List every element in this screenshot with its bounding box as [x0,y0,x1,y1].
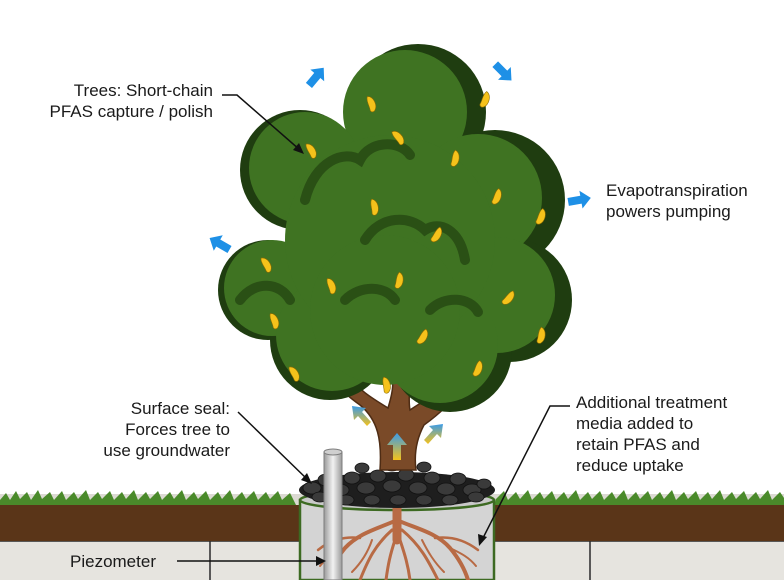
surface-seal-label-line1: Surface seal: [130,399,230,418]
leaf-icon [260,257,272,273]
piezometer-pipe [323,448,343,580]
evapotranspiration-label-line2: powers pumping [606,202,731,221]
flow-arrow-icon [387,433,407,460]
treatment-media-label: Additional treatment media added to reta… [576,392,727,476]
surface-seal-label-line3: use groundwater [103,441,230,460]
leaf-icon [326,278,337,295]
piezometer-label-text: Piezometer [70,552,156,571]
treatment-media-label-line2: media added to [576,414,694,433]
leaf-icon [416,328,428,345]
water-vapor-arrow-icon [567,190,591,209]
trees-label: Trees: Short-chain PFAS capture / polish [20,80,213,122]
leaf-icon [450,149,460,167]
surface-seal-label: Surface seal: Forces tree to use groundw… [60,398,230,461]
leaf-icon [472,360,483,377]
leaf-icon [430,226,442,243]
groundwater-flow-arrows [352,406,443,460]
flow-arrow-icon [352,406,371,426]
leaf-icon [382,376,391,394]
evapotranspiration-arrows [209,61,591,253]
trees-label-line2: PFAS capture / polish [49,102,213,121]
grass-strip [0,490,784,505]
leaf-icon [370,198,379,216]
leaf-icon [305,143,317,159]
surface-seal-label-line2: Forces tree to [125,420,230,439]
pfas-leaves [260,91,546,394]
leaf-icon [535,208,546,225]
leaf-icon [491,188,502,205]
leader-arrowheads [293,143,487,566]
leaf-icon [288,366,300,382]
treatment-media-label-line3: retain PFAS and [576,435,700,454]
trees-label-line1: Trees: Short-chain [73,81,213,100]
leaf-icon [269,313,280,330]
water-vapor-arrow-icon [492,61,512,81]
water-vapor-arrow-icon [209,235,232,253]
leaf-icon [479,91,490,108]
flow-arrow-icon [424,424,443,444]
treatment-media-label-line1: Additional treatment [576,393,728,412]
tree-canopy [218,44,572,412]
water-vapor-arrow-icon [305,67,325,88]
evapotranspiration-label: Evapotranspiration powers pumping [606,180,748,222]
leaf-icon [391,131,405,146]
leader-lines [177,94,570,562]
leaf-icon [501,290,515,305]
piezometer-label: Piezometer [70,551,156,572]
leaf-icon [366,96,377,113]
leaf-icon [536,326,546,344]
treatment-media-label-line4: reduce uptake [576,456,684,475]
evapotranspiration-label-line1: Evapotranspiration [606,181,748,200]
leaf-icon [394,271,404,289]
